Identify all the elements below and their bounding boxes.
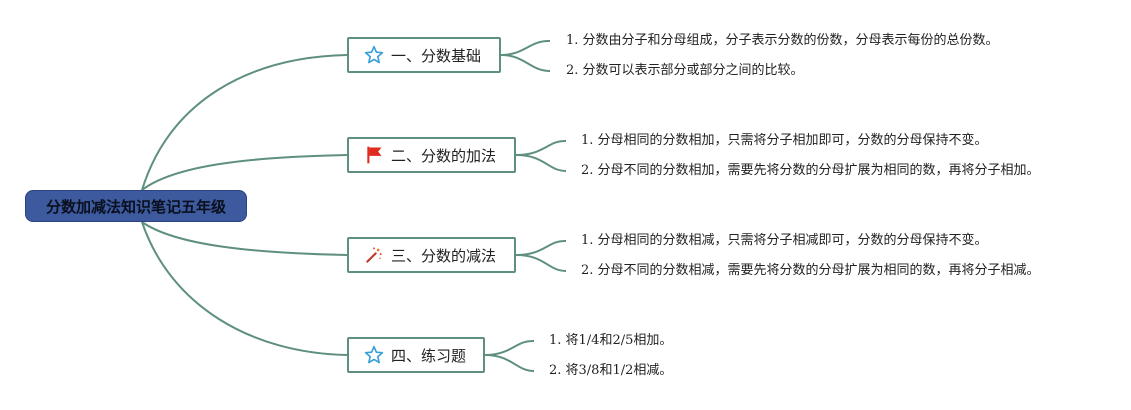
star-icon <box>363 44 385 66</box>
connector-topic-1-leaf-2 <box>500 54 551 72</box>
topic-3[interactable]: 三、分数的减法 <box>347 237 516 273</box>
connector-root-topic-2 <box>141 154 348 191</box>
connector-root-topic-1 <box>141 54 348 191</box>
root-title: 分数加减法知识笔记五年级 <box>45 197 226 216</box>
topic-4-item-1: 1. 将1/4和2/5相加。 <box>549 333 673 348</box>
connector-topic-3-leaf-1 <box>515 239 567 256</box>
connector-topic-4-leaf-2 <box>484 354 535 372</box>
connector-topic-2-leaf-1 <box>515 139 567 156</box>
connector-root-topic-3 <box>141 221 348 256</box>
topic-4[interactable]: 四、练习题 <box>347 337 485 373</box>
topic-3-title: 三、分数的减法 <box>391 246 497 265</box>
connector-topic-1-leaf-1 <box>500 39 551 56</box>
topic-3-item-2: 2. 分母不同的分数相减，需要先将分数的分母扩展为相同的数，再将分子相减。 <box>581 263 1040 278</box>
connector-topic-3-leaf-2 <box>515 254 567 272</box>
magic-wand-icon <box>363 244 385 266</box>
topic-1-item-2: 2. 分数可以表示部分或部分之间的比较。 <box>566 63 804 78</box>
topic-1-item-1: 1. 分数由分子和分母组成，分子表示分数的份数，分母表示每份的总份数。 <box>566 33 999 48</box>
connector-topic-2-leaf-2 <box>515 154 567 172</box>
topic-4-item-2: 2. 将3/8和1/2相减。 <box>549 363 673 378</box>
topic-1[interactable]: 一、分数基础 <box>347 37 501 73</box>
root-topic[interactable]: 分数加减法知识笔记五年级 <box>25 190 247 222</box>
topic-4-title: 四、练习题 <box>391 346 467 365</box>
topic-3-item-1: 1. 分母相同的分数相减，只需将分子相减即可，分数的分母保持不变。 <box>581 233 988 248</box>
red-flag-icon <box>363 144 385 166</box>
star-icon <box>363 344 385 366</box>
connector-topic-4-leaf-1 <box>484 339 535 356</box>
topic-2-item-2: 2. 分母不同的分数相加，需要先将分数的分母扩展为相同的数，再将分子相加。 <box>581 163 1040 178</box>
topic-1-title: 一、分数基础 <box>391 46 482 65</box>
connector-root-topic-4 <box>141 221 348 356</box>
topic-2-item-1: 1. 分母相同的分数相加，只需将分子相加即可，分数的分母保持不变。 <box>581 133 988 148</box>
topic-2-title: 二、分数的加法 <box>391 146 497 165</box>
topic-2[interactable]: 二、分数的加法 <box>347 137 516 173</box>
